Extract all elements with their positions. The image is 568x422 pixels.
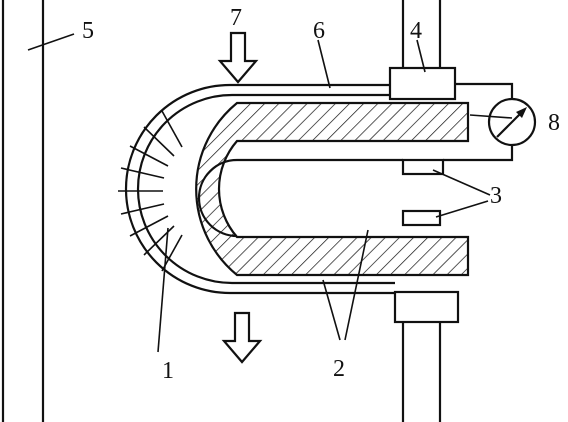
flow-arrow-out <box>221 311 263 364</box>
connector-block-bottom <box>393 290 460 324</box>
label-4: 4 <box>410 18 422 44</box>
label-6: 6 <box>313 18 325 44</box>
vertical-pipe <box>401 0 442 422</box>
connector-block-top <box>388 66 457 101</box>
bend-segments <box>118 110 183 272</box>
meter <box>443 82 537 162</box>
leader-lines <box>27 33 513 353</box>
electrodes <box>401 158 445 227</box>
label-7: 7 <box>230 5 242 31</box>
label-5: 5 <box>82 18 94 44</box>
wall <box>1 0 45 422</box>
label-2: 2 <box>333 356 345 382</box>
flow-arrow-in <box>217 31 259 84</box>
label-1: 1 <box>162 358 174 384</box>
outer-casing <box>124 83 395 295</box>
label-3: 3 <box>490 183 502 209</box>
inner-channel <box>197 158 403 238</box>
u-shaped-element <box>195 101 470 277</box>
label-8: 8 <box>548 110 560 136</box>
